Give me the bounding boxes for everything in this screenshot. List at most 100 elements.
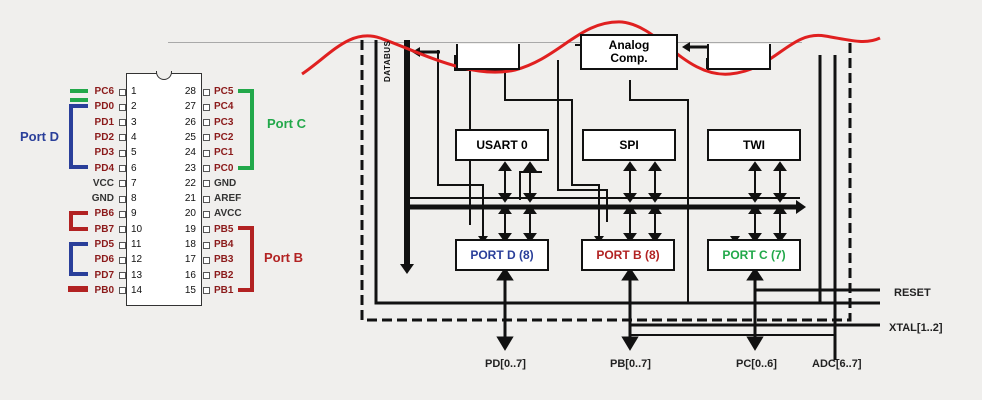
pin-name-right: PB4 <box>214 239 234 250</box>
twi-arrows <box>748 161 787 243</box>
pin-name-left: PD6 <box>94 254 114 266</box>
pin-name-left: PD5 <box>94 239 114 250</box>
pin-name-left: PB7 <box>94 223 114 235</box>
pin-box <box>119 119 126 127</box>
pin-name-right: AVCC <box>214 208 242 220</box>
pin-number: 22 <box>184 177 196 189</box>
spi-block: SPI <box>582 129 676 161</box>
pin-number: 14 <box>131 284 143 296</box>
pin-number: 12 <box>131 254 143 266</box>
port-outputs <box>496 267 764 351</box>
port-d-bracket <box>69 104 88 169</box>
pin-name-left: PD3 <box>94 147 114 159</box>
pin-box <box>203 134 210 142</box>
twi-block: TWI <box>707 129 801 161</box>
pin-box <box>119 272 126 280</box>
port-b-block: PORT B (8) <box>581 239 675 271</box>
cut-wave <box>301 20 881 76</box>
pin-box <box>119 256 126 264</box>
port-d-bracket-lower <box>69 242 88 276</box>
pin-number: 13 <box>131 269 143 281</box>
pin-name-right: PB2 <box>214 269 234 281</box>
pin-box <box>203 119 210 127</box>
pc-label: PC[0..6] <box>736 358 777 370</box>
adc-label: ADC[6..7] <box>812 358 862 370</box>
pin-box <box>119 134 126 142</box>
pin-box <box>203 195 210 203</box>
pin-name-right: AREF <box>214 193 242 205</box>
pin-box <box>203 180 210 188</box>
pin-number: 25 <box>184 131 196 143</box>
pin-box <box>203 165 210 172</box>
port-c-label: Port C <box>267 116 306 131</box>
usart-block: USART 0 <box>455 129 549 161</box>
pin-box <box>119 287 126 295</box>
analog-comp-block: Analog Comp. <box>580 34 678 70</box>
pin-box <box>203 149 210 157</box>
pb-label: PB[0..7] <box>610 358 651 370</box>
pin-name-right: PB1 <box>214 284 234 296</box>
pin-name-left: PD7 <box>94 269 114 281</box>
pin-box <box>203 241 210 249</box>
pin-number: 24 <box>184 147 196 159</box>
pin-number: 8 <box>131 193 137 205</box>
pin-number: 27 <box>184 101 196 113</box>
pin-box <box>119 88 126 96</box>
pin-number: 26 <box>184 116 196 128</box>
pin-number: 21 <box>184 193 196 205</box>
pin-box <box>203 272 210 280</box>
pin-name-left: PB6 <box>94 208 114 220</box>
pin-name-left: PD0 <box>94 101 114 113</box>
pin-box <box>119 226 126 234</box>
pin-box <box>119 103 126 111</box>
pin-box <box>119 195 126 203</box>
pin-number: 23 <box>184 162 196 174</box>
pb6-pb7-bracket <box>69 211 88 231</box>
pin-number: 1 <box>131 86 137 97</box>
pin-name-right: PC3 <box>214 116 234 128</box>
pin-box <box>119 180 126 188</box>
pin-name-left: PB0 <box>94 284 114 296</box>
databus-arrow <box>400 264 414 274</box>
pin-number: 5 <box>131 147 137 159</box>
port-d-label: Port D <box>20 129 59 144</box>
port-b-bracket <box>238 226 254 292</box>
xtal-label: XTAL[1..2] <box>889 322 943 334</box>
pin-number: 7 <box>131 177 137 189</box>
port-b-label: Port B <box>264 250 303 265</box>
chip-boundary <box>360 40 852 322</box>
pin-name-left: GND <box>91 193 114 205</box>
pin-box <box>203 287 210 295</box>
pd-label: PD[0..7] <box>485 358 526 370</box>
pin-name-left: PC6 <box>94 86 114 97</box>
pin-name-left: VCC <box>92 177 114 189</box>
pin-box <box>203 210 210 218</box>
background-rule <box>168 42 802 43</box>
usart-arrows <box>498 161 537 243</box>
pc6-bracket <box>70 89 88 102</box>
pin-number: 17 <box>184 254 196 266</box>
pin-name-left: PD1 <box>94 116 114 128</box>
pin-box <box>119 149 126 157</box>
chip-body <box>126 73 202 306</box>
bus-arrow-right <box>796 200 806 214</box>
pin-box <box>119 165 126 172</box>
databus-label: DATABUS <box>383 40 392 82</box>
pin-name-left: PD2 <box>94 131 114 143</box>
pin-number: 20 <box>184 208 196 220</box>
port-d-block: PORT D (8) <box>455 239 549 271</box>
pin-number: 19 <box>184 223 196 235</box>
upper-right-block <box>707 44 771 70</box>
port-c-block: PORT C (7) <box>707 239 801 271</box>
pin-name-right: PC4 <box>214 101 234 113</box>
pin-box <box>119 210 126 218</box>
pin-box <box>203 226 210 234</box>
pin-name-right: PC2 <box>214 131 234 143</box>
pin-name-right: PC5 <box>214 86 234 97</box>
pin-name-right: PC0 <box>214 162 234 174</box>
pin-number: 18 <box>184 239 196 250</box>
pin-number: 9 <box>131 208 137 220</box>
pin-name-right: PB3 <box>214 254 234 266</box>
pin-box <box>203 88 210 96</box>
